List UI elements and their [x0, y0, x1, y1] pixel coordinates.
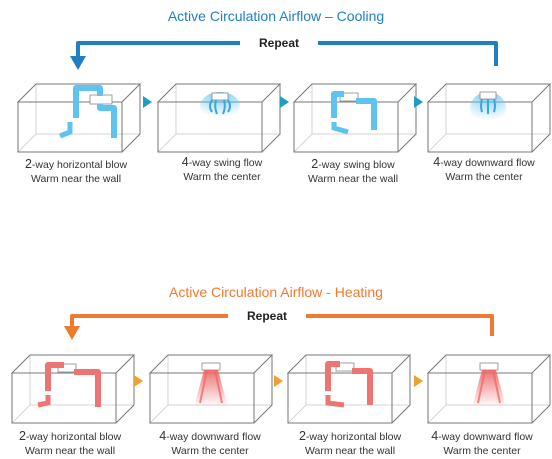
- cooling-step-arrow-3: [414, 96, 423, 108]
- heating-repeat-arrow: [64, 309, 494, 340]
- cooling-room-4: [427, 83, 551, 153]
- cooling-title: Active Circulation Airflow – Cooling: [167, 8, 385, 24]
- heating-step-1-caption: 2-way horizontal blow Warm near the wall: [18, 429, 122, 457]
- cooling-room-3: [293, 83, 417, 153]
- cooling-step-2-caption: 4-way swing flow Warm the center: [181, 155, 263, 183]
- heating-step-3-caption: 2-way horizontal blow Warm near the wall: [298, 429, 402, 457]
- cooling-repeat-label: Repeat: [258, 36, 299, 50]
- heating-room-4: [427, 354, 551, 424]
- heating-step-arrow-2: [274, 375, 283, 387]
- heating-step-arrow-3: [414, 375, 423, 387]
- cooling-step-1-caption: 2-way horizontal blow Warm near the wall: [24, 157, 128, 185]
- cooling-room-1: [17, 83, 141, 153]
- cooling-room-2: [157, 83, 281, 153]
- heating-step-arrow-1: [134, 375, 143, 387]
- cooling-step-4-caption: 4-way downward flow Warm the center: [433, 155, 535, 183]
- cooling-step-3-caption: 2-way swing blow Warm near the wall: [307, 157, 399, 185]
- cooling-step-arrow-2: [280, 96, 289, 108]
- heating-step-4-caption: 4-way downward flow Warm the center: [431, 429, 533, 457]
- cooling-repeat-arrow: [70, 36, 498, 70]
- heating-room-1: [11, 354, 135, 424]
- heating-step-2-caption: 4-way downward flow Warm the center: [159, 429, 261, 457]
- cooling-step-arrow-1: [143, 96, 152, 108]
- heating-title: Active Circulation Airflow - Heating: [169, 284, 383, 300]
- heating-room-3: [287, 354, 411, 424]
- heating-repeat-label: Repeat: [246, 309, 287, 323]
- heating-room-2: [149, 354, 273, 424]
